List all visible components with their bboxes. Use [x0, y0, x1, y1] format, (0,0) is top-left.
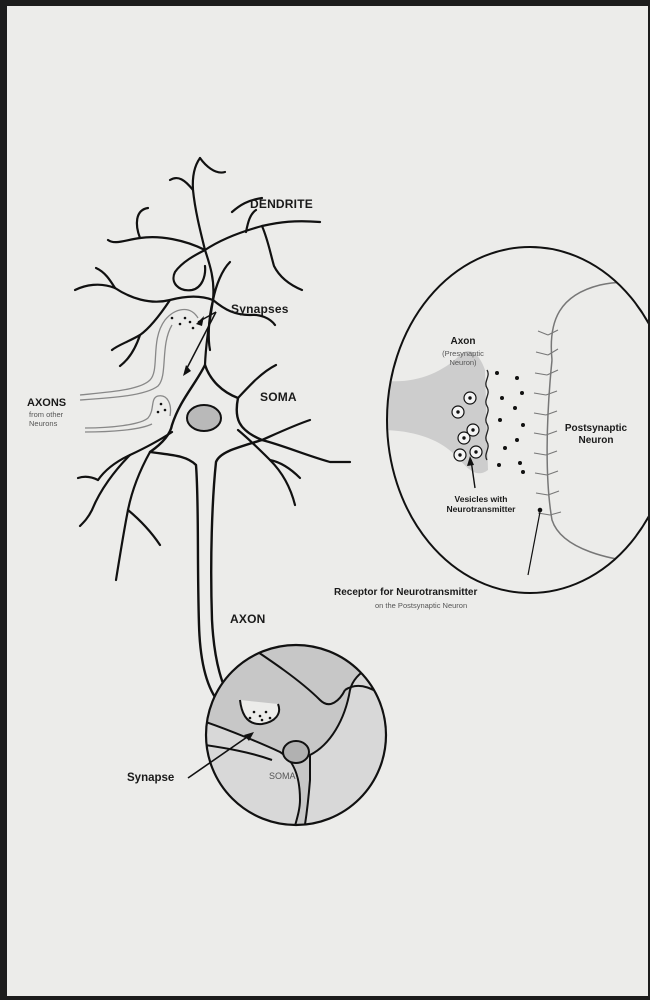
postsynaptic-label-2: Neuron: [558, 436, 634, 447]
postsynaptic-label-1: Postsynaptic: [558, 424, 634, 435]
receptor-sublabel: on the Postsynaptic Neuron: [375, 602, 467, 610]
synapse-label: Synapse: [127, 772, 174, 784]
synapses-label: Synapses: [231, 303, 289, 316]
dendrite-tree: [75, 158, 320, 366]
neuron: [75, 158, 350, 716]
inset-axon-label: Axon: [438, 337, 488, 348]
synapse-inset: [380, 247, 648, 593]
soma-label: SOMA: [260, 391, 297, 404]
vesicles-label-2: Neurotransmitter: [435, 505, 527, 514]
inset-axon-sublabel-1: (Presynaptic: [433, 350, 493, 358]
axons-sublabel-2: Neurons: [29, 420, 57, 428]
vesicles-label-1: Vesicles with: [435, 495, 527, 504]
nucleus: [187, 405, 221, 431]
axons-sublabel-1: from other: [29, 411, 63, 419]
inset-axon-sublabel-2: Neuron): [433, 359, 493, 367]
diagram-drawing: [7, 6, 648, 996]
diagram-sheet: DENDRITE Synapses SOMA AXON AXONS from o…: [7, 6, 648, 996]
dendrite-label: DENDRITE: [250, 198, 313, 211]
receptor-label: Receptor for Neurotransmitter: [334, 588, 477, 599]
incoming-axons: [80, 310, 198, 432]
inset-soma-label: SOMA: [269, 772, 296, 781]
axons-label: AXONS: [27, 398, 66, 410]
axon-label: AXON: [230, 613, 265, 626]
